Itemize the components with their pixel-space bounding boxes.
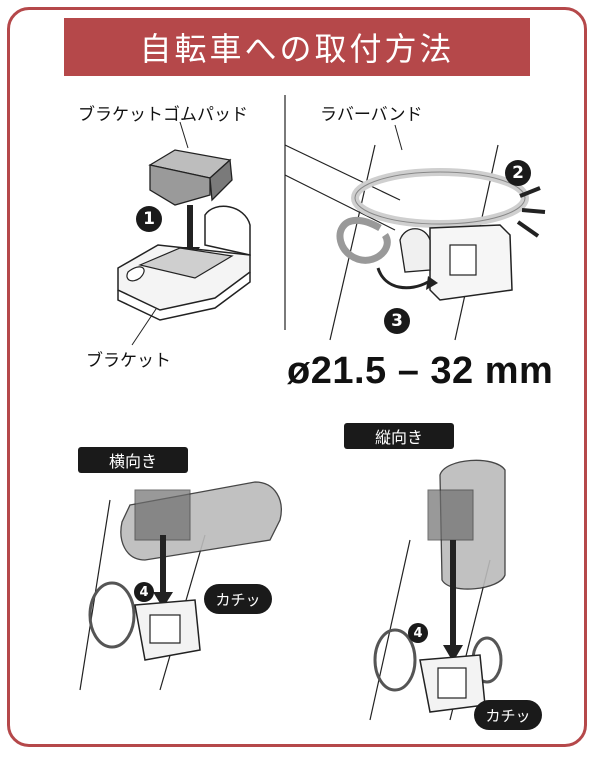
- step-3-badge: 3: [384, 308, 410, 334]
- bracket-label: ブラケット: [86, 351, 171, 371]
- diameter-range-label: ø21.5 – 32 mm: [287, 350, 554, 392]
- vertical-orientation-tag: 縦向き: [344, 423, 454, 449]
- step-1-badge: 1: [136, 206, 162, 232]
- horizontal-orientation-tag: 横向き: [78, 447, 188, 473]
- step-4-badge-horizontal: 4: [134, 582, 154, 602]
- diagram-frame: [7, 7, 587, 747]
- step-2-badge: 2: [505, 160, 531, 186]
- page-title: 自転車への取付方法: [64, 18, 530, 76]
- bracket-assembly-illustration: [117, 121, 251, 346]
- bracket-rubber-pad-label: ブラケットゴムパッド: [78, 105, 248, 125]
- click-sound-bubble-horizontal: カチッ: [204, 584, 272, 614]
- rubber-band-label: ラバーバンド: [320, 105, 423, 125]
- vertical-mount-illustration: [369, 459, 506, 721]
- step-4-badge-vertical: 4: [408, 623, 428, 643]
- rubber-band-illustration: [284, 95, 546, 341]
- horizontal-mount-illustration: [79, 481, 282, 691]
- click-sound-bubble-vertical: カチッ: [474, 700, 542, 730]
